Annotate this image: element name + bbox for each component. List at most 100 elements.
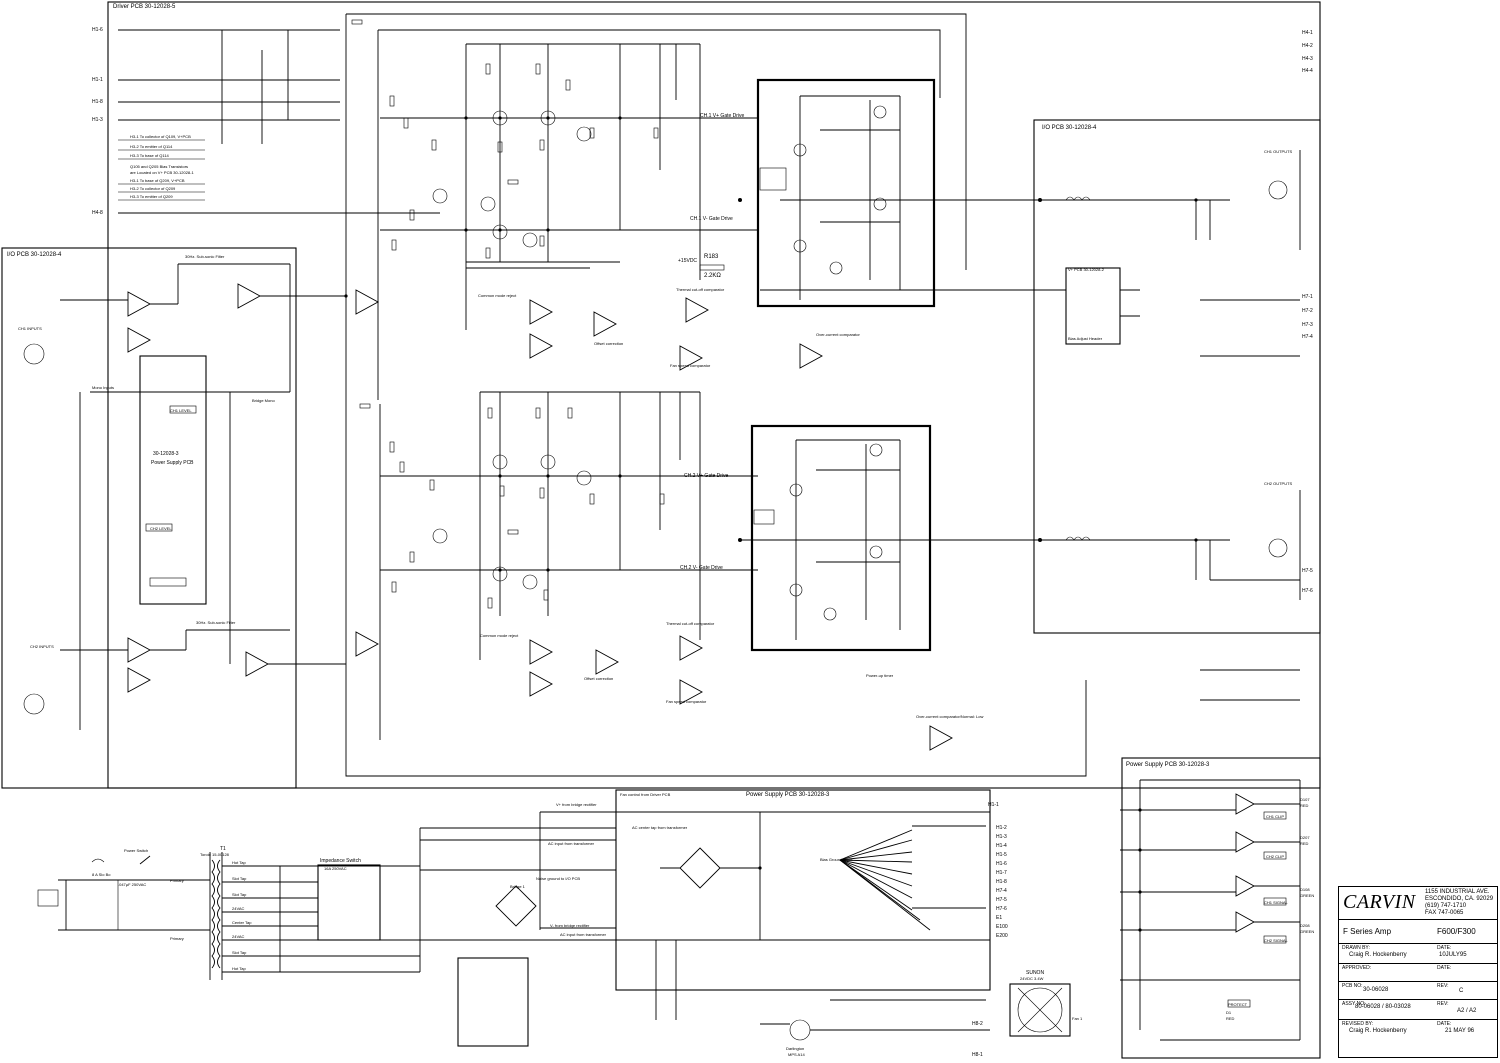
right-header-labels: H4-1 H4-2 H4-3 H4-4 H7-1 H7-2 H7-3 H7-4 …	[1302, 30, 1313, 594]
ps-note: AC center tap from transformer	[632, 825, 688, 830]
power-supply-center-label: Power Supply PCB 30-12028-3	[746, 792, 830, 798]
address-line: ESCONDIDO, CA. 92029	[1425, 896, 1494, 902]
left-header-labels: H1-6 H1-1 H1-8 H1-3 H4-8	[92, 27, 103, 216]
svg-text:CH1 SIGNAL: CH1 SIGNAL	[1264, 900, 1289, 905]
impedance-switch-label: Impedance Switch	[320, 858, 361, 864]
approved-label: APPROVED:	[1342, 965, 1372, 971]
svg-text:Hot Tap: Hot Tap	[232, 860, 246, 865]
svg-text:H1-7: H1-7	[996, 870, 1007, 876]
svg-text:D1: D1	[1226, 1010, 1232, 1015]
date3: 21 MAY 96	[1445, 1028, 1475, 1034]
svg-text:Center Tap: Center Tap	[232, 920, 252, 925]
ch1-gate-minus: CH.1 V- Gate Drive	[690, 216, 733, 222]
svg-text:H1-8: H1-8	[996, 879, 1007, 885]
svg-text:H7-4: H7-4	[996, 888, 1007, 894]
svg-text:RED: RED	[1226, 1016, 1235, 1021]
address-line: FAX 747-0065	[1425, 910, 1464, 916]
note-line: H3-2 To collector of Q209	[130, 186, 176, 191]
svg-text:D107: D107	[1300, 797, 1310, 802]
io-left-wiring: CH1 INPUTS CH2 INPUTS CH1 OUTPUTS CH2 OU…	[18, 149, 1293, 730]
header-label: H1-6	[92, 27, 103, 33]
rev: C	[1459, 988, 1464, 994]
company-address: 1155 INDUSTRIAL AVE. ESCONDIDO, CA. 9202…	[1425, 889, 1493, 917]
overcurrent-2: Over-current comparator/Normal: Low	[916, 714, 983, 719]
ch2-driver-stage: CH.2 V+ Gate Drive CH.2 V- Gate Drive	[359, 392, 758, 740]
ch1-inputs: CH1 INPUTS	[18, 326, 42, 331]
ch2-outputs: CH2 OUTPUTS	[1264, 481, 1293, 486]
transformer-label: T1	[220, 846, 226, 852]
ch1-outputs: CH1 OUTPUTS	[1264, 149, 1293, 154]
header-label: H4-1	[1302, 30, 1313, 36]
offset-1: Offset correction	[594, 341, 623, 346]
svg-text:Slot Tap: Slot Tap	[232, 892, 247, 897]
ch1-output-wiring	[759, 95, 1066, 300]
header-label: H7-4	[1302, 334, 1313, 340]
company-logo: CARVIN	[1343, 891, 1416, 913]
left-loop-rail	[345, 14, 1087, 777]
vplus-pcb-label: V+ PCB 30-12028-2	[1068, 267, 1105, 272]
header-label: H4-2	[1302, 43, 1313, 49]
svg-text:Hot Tap: Hot Tap	[232, 966, 246, 971]
offset-2: Offset correction	[584, 676, 613, 681]
power-up-timer: Power-up timer	[866, 673, 894, 678]
drawn-by-label: DRAWN BY:	[1342, 945, 1370, 951]
product-name: F Series Amp	[1343, 927, 1392, 936]
ch1-gate-plus: CH.1 V+ Gate Drive	[700, 113, 745, 119]
rev2-label: REV:	[1437, 1001, 1449, 1007]
power-supply-right-label: Power Supply PCB 30-12028-3	[1126, 762, 1210, 768]
assy-no-label: ASSY NO:	[1342, 1001, 1366, 1007]
svg-text:RED: RED	[1300, 803, 1309, 808]
fan: SUNON 24VDC 3.4W Fan 1	[1017, 970, 1083, 1033]
drawn-by: Craig R. Hockenberry	[1349, 952, 1407, 958]
title-block: CARVIN 1155 INDUSTRIAL AVE. ESCONDIDO, C…	[1338, 886, 1498, 1058]
ps-note: Fan control from Driver PCB	[620, 792, 671, 797]
fan-driver-sub-box	[457, 957, 529, 1047]
ch2-gate-plus: CH.2 V+ Gate Drive	[684, 473, 729, 479]
svg-text:GREEN: GREEN	[1300, 929, 1314, 934]
primary-label: Primary	[170, 878, 184, 883]
ch2-gate-minus: CH.2 V- Gate Drive	[680, 565, 723, 571]
svg-text:H7-6: H7-6	[996, 906, 1007, 912]
svg-text:H7-5: H7-5	[996, 897, 1007, 903]
ps-note: V+ from bridge rectifier	[556, 802, 597, 807]
date3-label: DATE:	[1437, 1021, 1452, 1027]
header-label: H7-5	[1302, 568, 1313, 574]
svg-text:E1: E1	[996, 915, 1002, 921]
power-switch-label: Power Switch	[124, 848, 148, 853]
io-pcb-left-label: I/O PCB 30-12028-4	[7, 252, 62, 258]
pcb-no-label: PCB NO:	[1342, 983, 1363, 989]
ch2-inputs: CH2 INPUTS	[30, 644, 54, 649]
svg-text:E100: E100	[996, 924, 1008, 930]
ps-note: AC input from transformer	[548, 841, 595, 846]
right-ps-wiring: CH1 CLIP CH2 CLIP CH1 SIGNAL CH2 SIGNAL …	[1120, 779, 1314, 1041]
subsonic-1: 30Hz. Sub-sonic Filter	[185, 254, 225, 259]
svg-text:D108: D108	[1300, 887, 1310, 892]
top-rail-2	[378, 29, 941, 98]
impedance-switch-box	[317, 864, 381, 941]
ch2-output-wiring	[740, 439, 1040, 640]
revised-by-label: REVISED BY:	[1342, 1021, 1374, 1027]
svg-text:D207: D207	[1300, 835, 1310, 840]
svg-text:H1-6: H1-6	[996, 861, 1007, 867]
fan-label: SUNON	[1026, 970, 1044, 976]
primary-label: Primary	[170, 936, 184, 941]
header-label: H7-2	[1302, 308, 1313, 314]
mains-cap-label: .047µF 250VAC	[118, 882, 146, 887]
io-pcb-right-border	[1033, 119, 1321, 634]
svg-text:24VAC: 24VAC	[232, 906, 244, 911]
r183-val: 2.2KΩ	[704, 273, 721, 279]
ch1-level: CH1 LEVEL	[170, 408, 192, 413]
pcb-no: 30-06028	[1363, 987, 1389, 993]
note-line: H3-2 To emitter of Q114	[130, 144, 173, 149]
r183: R183	[704, 254, 719, 260]
common-mode-1: Common mode reject	[478, 293, 517, 298]
title-row-approved: APPROVED: DATE:	[1339, 963, 1497, 980]
svg-text:H1-4: H1-4	[996, 843, 1007, 849]
header-label: H1-1	[92, 77, 103, 83]
note-line: Q105 and Q205 Bias Transistors	[130, 164, 188, 169]
rev2: A2 / A2	[1457, 1008, 1477, 1014]
power-supply-inset-label: 30-12028-3	[153, 451, 179, 457]
io-pcb-right-label: I/O PCB 30-12028-4	[1042, 125, 1097, 131]
svg-text:H8-1: H8-1	[972, 1052, 983, 1058]
power-supply-wiring: Fan control from Driver PCB V+ from brid…	[420, 792, 990, 1057]
